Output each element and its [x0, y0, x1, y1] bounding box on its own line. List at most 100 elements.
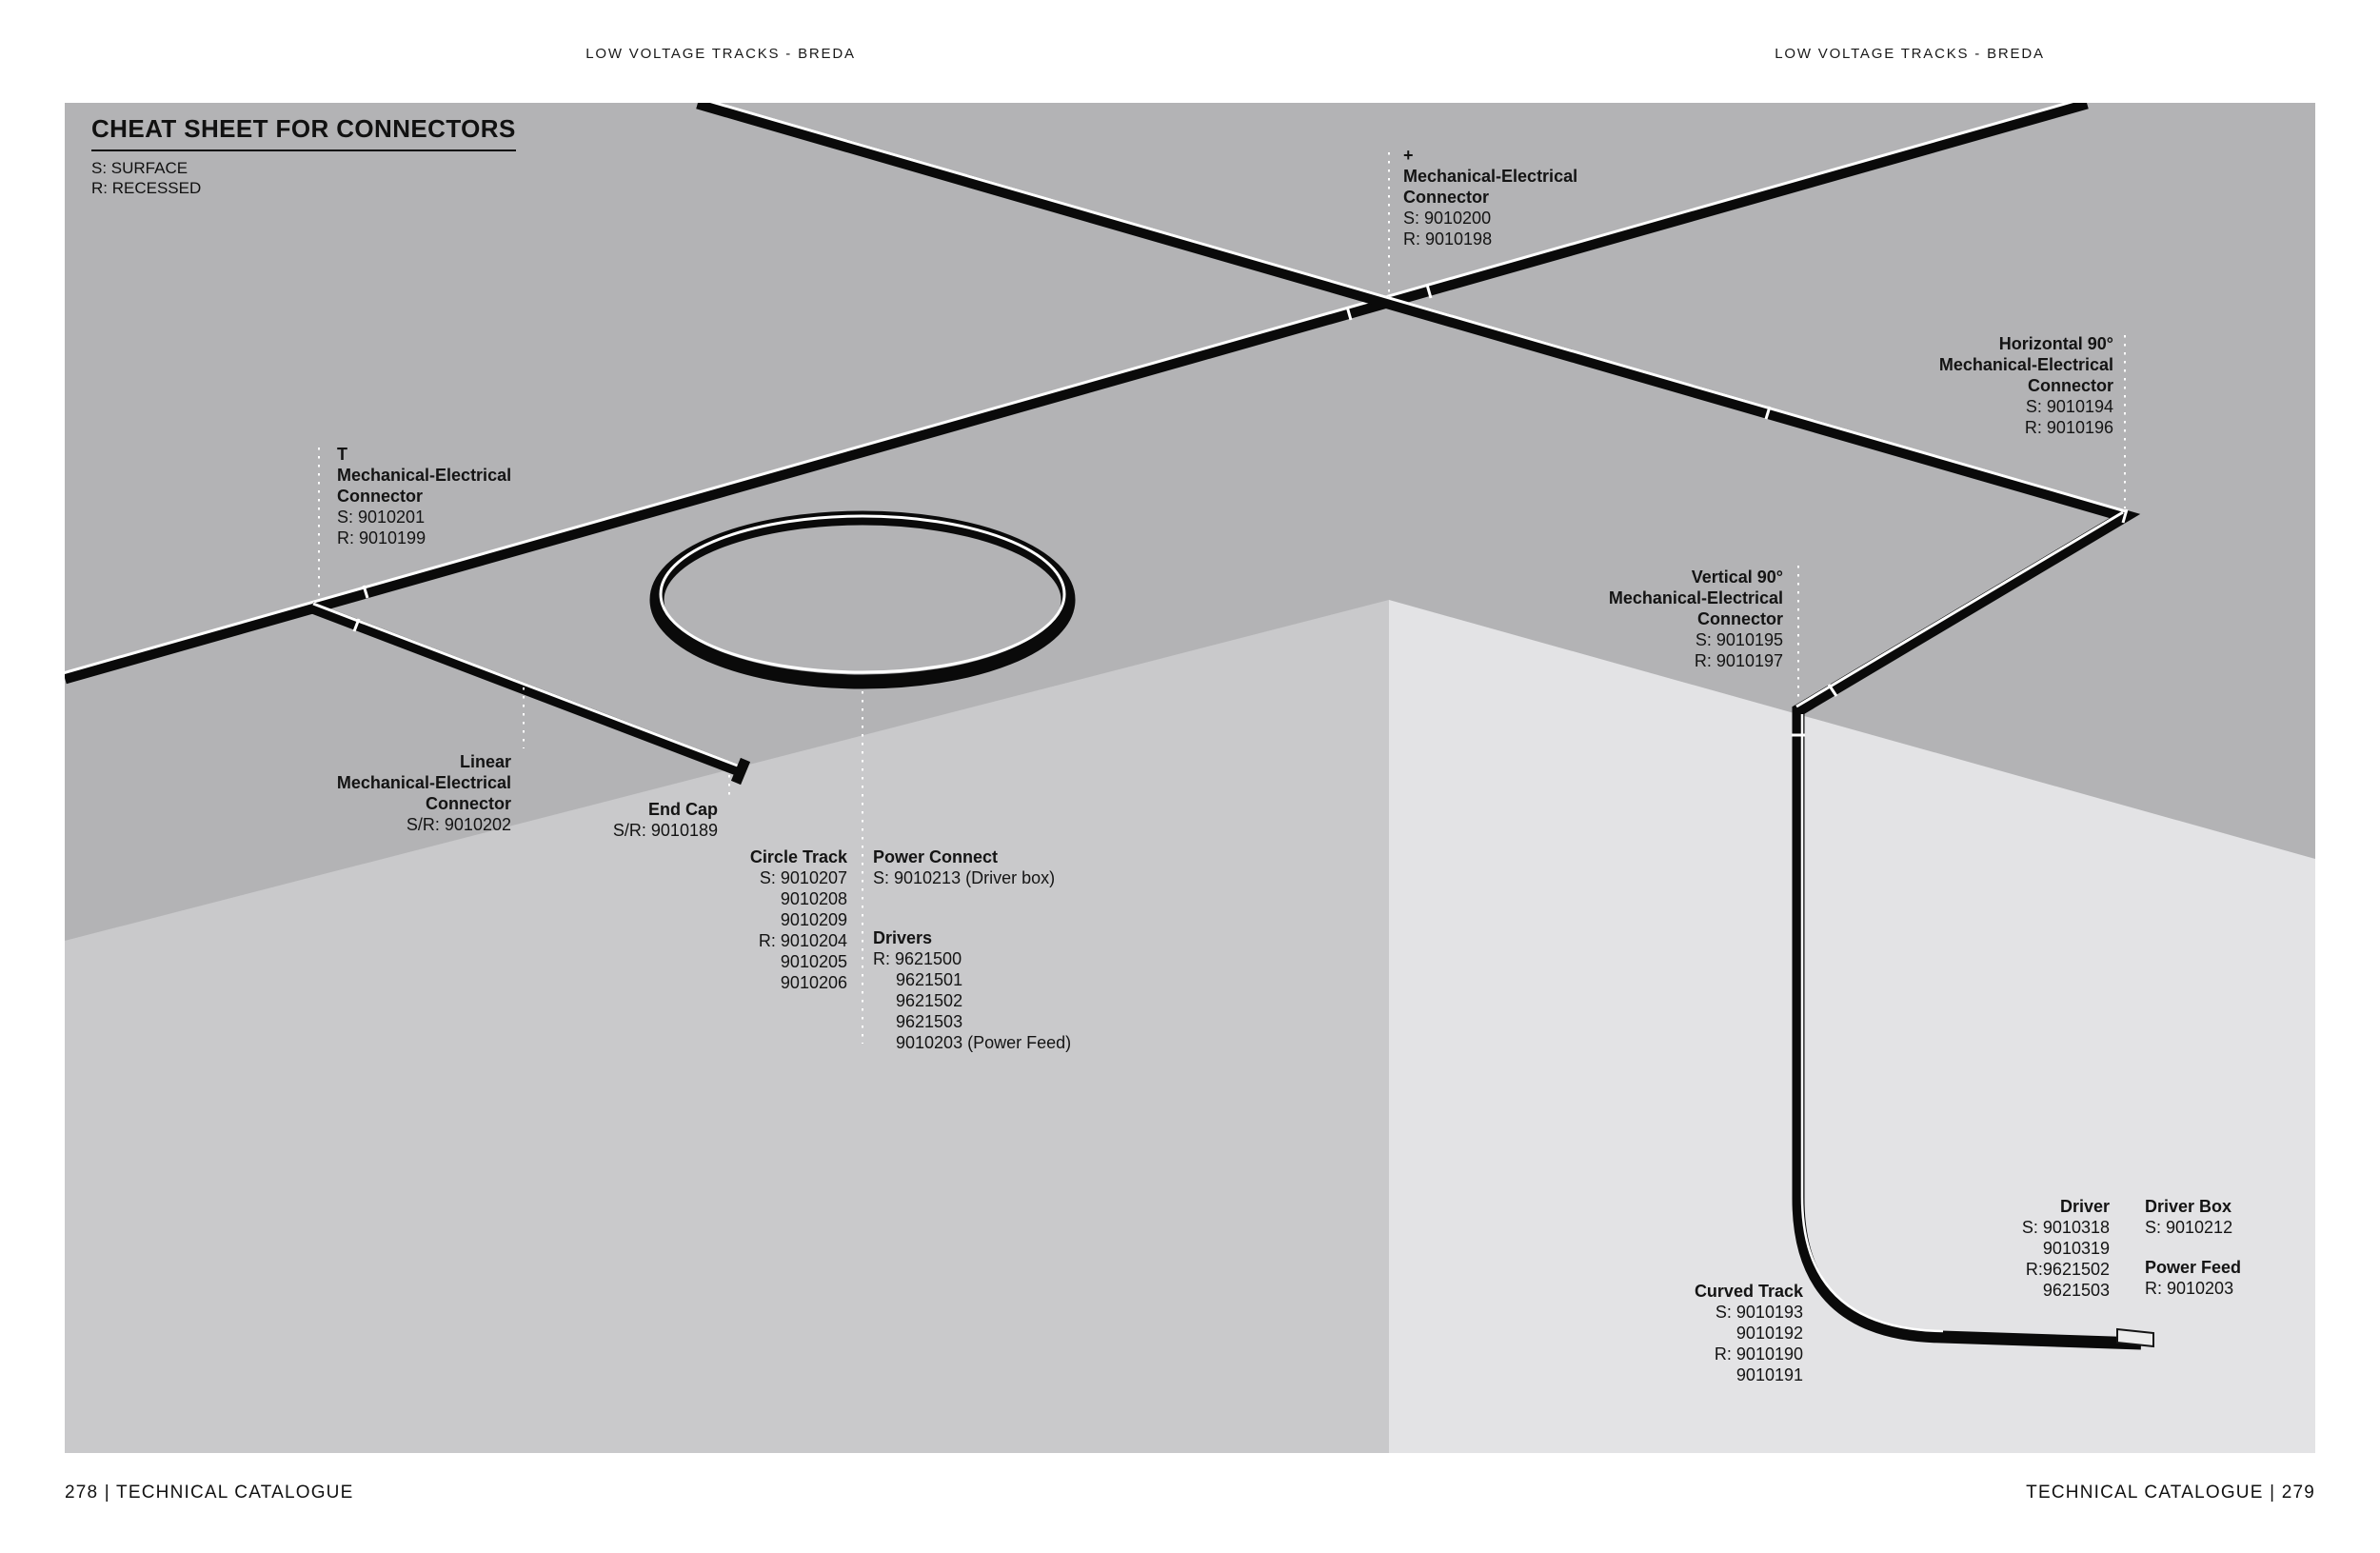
track-main-highlight-3 — [1800, 714, 1944, 1333]
floor-left-plane — [65, 600, 1389, 1453]
leader-lines — [318, 152, 2126, 1044]
label-line: Mechanical-Electrical — [1403, 167, 1578, 186]
label-line: Connector — [337, 487, 423, 506]
label-line: R: 9621500 — [873, 949, 962, 968]
label-line: Connector — [1403, 188, 1489, 207]
label-line: Connector — [2028, 376, 2113, 395]
label-line: 9010208 — [780, 889, 847, 908]
label-line: End Cap — [647, 800, 718, 819]
label-line: T — [337, 445, 347, 464]
label-line: S: 9010213 (Driver box) — [873, 868, 1056, 887]
label-line: Curved Track — [1694, 1282, 1803, 1301]
label-power-feed: Power Feed R: 9010203 — [2145, 1257, 2241, 1299]
label-line: 9621503 — [2042, 1281, 2110, 1300]
label-power-connect: Power Connect S: 9010213 (Driver box) — [873, 846, 1055, 888]
label-vertical-90: Vertical 90° Mechanical-Electrical Conne… — [1609, 567, 1783, 671]
label-driver-box: Driver Box S: 9010212 — [2145, 1196, 2232, 1238]
label-line: Power Connect — [873, 847, 999, 866]
label-line: S: 9010200 — [1403, 209, 1492, 228]
label-line: Connector — [426, 794, 511, 813]
track-main-highlight-1 — [709, 103, 2127, 513]
label-drivers: Drivers R: 9621500 9621501 9621502 96215… — [873, 927, 1071, 1053]
label-line: 9010206 — [780, 973, 847, 992]
joint-mark — [362, 585, 369, 599]
label-line: 9010191 — [1735, 1365, 1803, 1384]
label-line: S: 9010195 — [1695, 630, 1783, 649]
joint-marks — [352, 284, 2129, 737]
cheat-sheet-title-block: CHEAT SHEET FOR CONNECTORS S: SURFACE R:… — [91, 114, 516, 198]
label-line: 9010203 (Power Feed) — [896, 1033, 1072, 1052]
legend-line: R: RECESSED — [91, 179, 202, 197]
track-diagonal-left — [65, 103, 2089, 685]
label-line: R: 9010203 — [2145, 1279, 2234, 1298]
label-line: Connector — [1697, 609, 1783, 628]
joint-mark — [2121, 508, 2129, 524]
label-line: Drivers — [873, 928, 933, 947]
label-line: Driver Box — [2145, 1197, 2232, 1216]
joint-mark — [1345, 306, 1353, 321]
circle-track — [649, 510, 1076, 689]
page-footer-left: 278 | TECHNICAL CATALOGUE — [65, 1483, 354, 1503]
page-footer-right: TECHNICAL CATALOGUE | 279 — [2026, 1483, 2315, 1503]
label-line: Horizontal 90° — [1998, 334, 2113, 353]
label-line: 9010192 — [1735, 1324, 1803, 1343]
label-line: R: 9010197 — [1694, 651, 1783, 670]
page-title: CHEAT SHEET FOR CONNECTORS — [91, 114, 516, 151]
label-line: 9621503 — [896, 1012, 963, 1031]
track-main-run — [696, 103, 2142, 1350]
label-line: 9621502 — [896, 991, 963, 1010]
running-head-left: LOW VOLTAGE TRACKS - BREDA — [585, 46, 856, 62]
track-main-highlight-2 — [1795, 510, 2124, 708]
label-driver: Driver S: 9010318 9010319 R:9621502 9621… — [2022, 1196, 2110, 1301]
circle-track-highlight — [659, 514, 1066, 674]
label-line: R: 9010198 — [1403, 229, 1493, 249]
label-linear-connector: Linear Mechanical-Electrical Connector S… — [337, 751, 511, 835]
label-horizontal-90: Horizontal 90° Mechanical-Electrical Con… — [1939, 333, 2113, 438]
label-line: 9010319 — [2042, 1239, 2110, 1258]
label-line: S/R: 9010202 — [406, 815, 511, 834]
label-line: Mechanical-Electrical — [336, 773, 511, 792]
label-line: S: 9010207 — [759, 868, 847, 887]
label-plus-connector: + Mechanical-Electrical Connector S: 901… — [1403, 145, 1577, 249]
label-line: S: 9010201 — [337, 508, 426, 527]
label-line: S: 9010318 — [2021, 1218, 2110, 1237]
track-t-branch — [308, 602, 744, 777]
label-line: Mechanical-Electrical — [337, 466, 512, 485]
joint-mark — [1764, 406, 1772, 420]
label-line: S: 9010194 — [2025, 397, 2113, 416]
joint-mark — [1425, 284, 1433, 299]
label-line: R: 9010199 — [337, 528, 426, 548]
label-line: R: 9010204 — [758, 931, 847, 950]
label-t-connector: T Mechanical-Electrical Connector S: 901… — [337, 444, 511, 548]
driver-box-part — [2116, 1327, 2154, 1348]
label-line: 9621501 — [896, 970, 963, 989]
end-cap-part — [730, 757, 751, 786]
joint-mark — [352, 618, 361, 632]
running-head-right: LOW VOLTAGE TRACKS - BREDA — [1775, 46, 2045, 62]
legend-line: S: SURFACE — [91, 159, 188, 177]
legend: S: SURFACE R: RECESSED — [91, 158, 516, 198]
label-line: Driver — [2059, 1197, 2110, 1216]
label-curved-track: Curved Track S: 9010193 9010192 R: 90101… — [1695, 1281, 1803, 1385]
floor-right-plane — [1389, 600, 2315, 1453]
label-line: Power Feed — [2145, 1258, 2242, 1277]
label-line: R: 9010190 — [1714, 1344, 1803, 1364]
label-line: + — [1403, 146, 1414, 165]
label-line: R: 9010196 — [2024, 418, 2113, 437]
label-line: R:9621502 — [2025, 1260, 2110, 1279]
joint-mark — [1827, 684, 1838, 697]
label-line: S: 9010193 — [1715, 1303, 1803, 1322]
label-end-cap: End Cap S/R: 9010189 — [613, 799, 718, 841]
label-line: Linear — [459, 752, 511, 771]
label-line: Mechanical-Electrical — [1608, 588, 1783, 607]
label-line: S/R: 9010189 — [612, 821, 718, 840]
label-line: 9010209 — [780, 910, 847, 929]
track-diagonal-left-highlight — [65, 103, 2073, 674]
label-circle-track: Circle Track S: 9010207 9010208 9010209 … — [750, 846, 847, 993]
label-line: Circle Track — [749, 847, 847, 866]
label-line: 9010205 — [780, 952, 847, 971]
track-t-branch-highlight — [312, 602, 744, 769]
label-line: Vertical 90° — [1691, 567, 1783, 587]
